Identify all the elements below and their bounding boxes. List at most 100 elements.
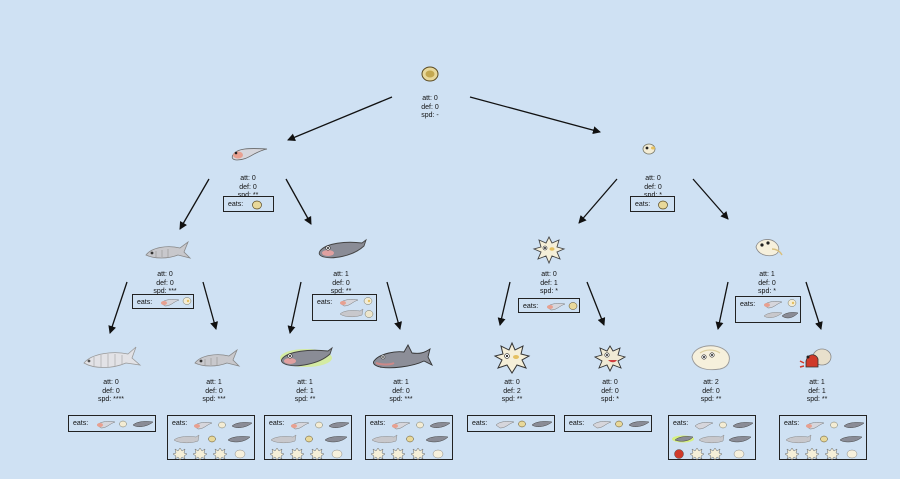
food-icons: [495, 420, 553, 429]
arrow-l1b-to-l2c: [578, 178, 618, 224]
node-l3g: att: 2 def: 0 spd: **: [656, 342, 766, 405]
eats-label: eats:: [569, 420, 585, 427]
att-value: att: 2: [703, 379, 719, 386]
att-value: att: 1: [759, 271, 775, 278]
larva-icon: [231, 148, 268, 161]
def-value: def: 0: [239, 183, 257, 191]
att-value: att: 0: [422, 95, 438, 102]
arrow-l1a-to-l2a: [179, 178, 210, 230]
spd-value: spd: ****: [97, 396, 125, 403]
spd-value: spd: **: [700, 396, 722, 403]
eats-box-l3f: eats:: [564, 415, 652, 432]
eats-box-l3e: eats:: [467, 415, 555, 432]
def-value: def: 0: [601, 387, 619, 395]
def-value: def: 1: [808, 387, 826, 395]
att-value: att: 1: [393, 379, 409, 386]
att-value: att: 1: [333, 271, 349, 278]
spiky-puffer-icon: [493, 341, 531, 374]
eats-label: eats:: [172, 420, 188, 427]
att-value: att: 0: [157, 271, 173, 278]
eats-box-l1b: eats:: [630, 196, 675, 212]
eats-label: eats:: [269, 420, 285, 427]
node-l3e: att: 0 def: 2 spd: **: [457, 341, 567, 405]
eats-label: eats:: [740, 301, 756, 308]
arrow-l2b-to-l3c: [287, 281, 302, 334]
att-value: att: 0: [504, 379, 520, 386]
node-l3b: att: 1 def: 0 spd: ***: [159, 342, 269, 405]
tree-arrows: [108, 96, 823, 334]
spd-value: spd: **: [330, 288, 352, 295]
eats-label: eats:: [73, 420, 89, 427]
eats-label: eats:: [228, 201, 244, 208]
eats-box-l3c: eats:: [264, 415, 352, 461]
def-value: def: 0: [102, 387, 120, 395]
node-l2c: att: 0 def: 1 spd: *: [494, 234, 604, 297]
eats-label: eats:: [523, 303, 539, 310]
eats-box-l3g: eats:: [668, 415, 756, 461]
food-icons: [172, 421, 253, 461]
spd-value: spd: *: [540, 288, 558, 295]
node-l2a: att: 0 def: 0 spd: ***: [110, 234, 220, 297]
att-value: att: 0: [645, 175, 661, 182]
node-l1a: att: 0 def: 0 spd: **: [193, 138, 303, 201]
egg-icon: [252, 200, 262, 210]
eats-label: eats:: [317, 299, 333, 306]
eats-label: eats:: [673, 420, 689, 427]
bony-fish-icon: [194, 348, 241, 367]
def-value: def: 0: [758, 279, 776, 287]
def-value: def: 1: [540, 279, 558, 287]
eats-box-l2a: eats:: [132, 294, 194, 309]
food-icons: [370, 421, 451, 461]
shell-creature-icon: [755, 239, 783, 257]
big-shell-icon: [691, 345, 730, 371]
def-value: def: 0: [332, 279, 350, 287]
arrow-l2d-to-l3g: [715, 281, 729, 330]
def-value: def: 0: [702, 387, 720, 395]
node-l3c: att: 1 def: 1 spd: **: [250, 342, 360, 405]
eats-box-l3h: eats:: [779, 415, 867, 461]
spd-value: spd: **: [193, 192, 303, 201]
att-value: att: 0: [103, 379, 119, 386]
biting-puffer-icon: [593, 345, 627, 373]
spd-value: spd: **: [294, 396, 316, 403]
food-icons: [160, 297, 192, 307]
arrow-l1a-to-l2b: [285, 178, 312, 225]
glowing-eel-icon: [280, 346, 333, 367]
eats-label: eats:: [137, 299, 153, 306]
grey-fish-icon: [318, 238, 367, 259]
food-icons: [672, 421, 754, 461]
arrow-root-to-l1a: [287, 96, 393, 142]
arrow-l2c-to-l3e: [497, 281, 511, 326]
spd-value: spd: *: [601, 396, 619, 403]
spd-value: spd: ***: [389, 396, 413, 403]
spiky-puffer-icon: [532, 235, 566, 265]
def-value: def: 0: [644, 183, 662, 191]
arrow-l2c-to-l3f: [586, 281, 606, 326]
node-l2b: att: 1 def: 0 spd: **: [286, 234, 396, 297]
node-l3d: att: 1 def: 0 spd: ***: [346, 342, 456, 405]
eats-box-l2d: eats:: [735, 296, 801, 323]
food-icons: [546, 302, 578, 311]
spd-value: spd: ***: [202, 396, 226, 403]
arrow-l2a-to-l3a: [108, 281, 128, 334]
arrow-l1b-to-l2d: [692, 178, 729, 220]
def-value: def: 0: [205, 387, 223, 395]
eats-box-l3b: eats:: [167, 415, 255, 461]
spd-value: spd: *: [598, 192, 708, 201]
food-icons: [269, 421, 350, 461]
eats-box-l2c: eats:: [518, 298, 580, 313]
food-icons: [96, 420, 154, 429]
def-value: def: 0: [156, 279, 174, 287]
node-l1b: att: 0 def: 0 spd: *: [598, 138, 708, 201]
arrow-l2b-to-l3d: [386, 281, 402, 330]
eats-box-l3d: eats:: [365, 415, 453, 461]
spd-value: spd: **: [501, 396, 523, 403]
bony-fish-icon: [145, 240, 192, 259]
arrow-l2d-to-l3h: [805, 281, 823, 330]
egg-icon: [658, 200, 668, 210]
def-value: def: 0: [421, 103, 439, 111]
att-value: att: 1: [809, 379, 825, 386]
att-value: att: 1: [206, 379, 222, 386]
att-value: att: 0: [240, 175, 256, 182]
